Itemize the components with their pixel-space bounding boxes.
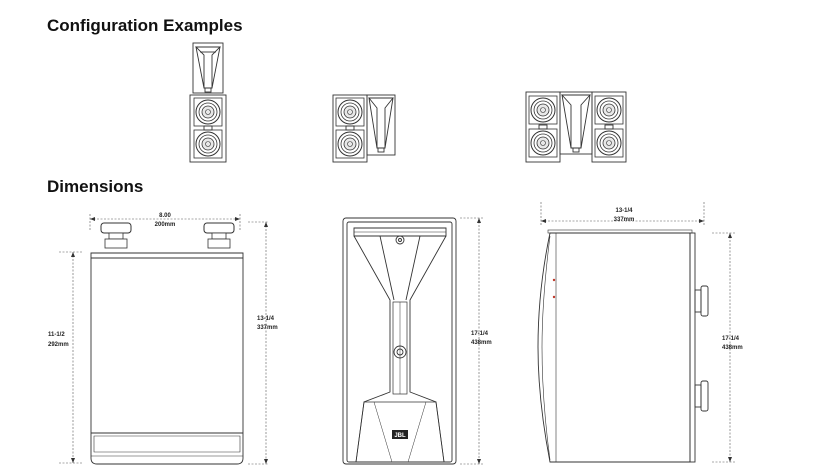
side-width-mm-label: 200mm: [155, 222, 176, 228]
front-height-inches-label: 17-1/4: [471, 331, 489, 337]
dimensions-heading: Dimensions: [47, 177, 144, 196]
top-view-dimension-lines: [540, 202, 736, 463]
config-side-by-side: [332, 94, 396, 163]
side-view-dimension-lines: [59, 214, 268, 465]
front-view-dimension-lines: [460, 217, 484, 465]
top-depth-inches-label: 13-1/4: [615, 208, 633, 214]
side-total-height-mm-label: 337mm: [257, 325, 278, 331]
front-logo-badge: [392, 430, 408, 439]
top-height-mm-label: 438mm: [722, 345, 743, 351]
side-view-arrows: [71, 217, 268, 464]
front-logo-text: JBL: [394, 433, 406, 439]
front-view-drawing: [342, 217, 457, 465]
side-body-height-inches-label: 11-1/2: [48, 332, 65, 338]
config-vertical-stack: [189, 42, 227, 163]
top-view-arrows: [541, 219, 732, 462]
side-width-inches-label: 8.00: [159, 213, 171, 219]
config-flanked: [525, 91, 627, 163]
top-view-indicator-upper: [552, 278, 556, 282]
top-depth-mm-label: 337mm: [614, 217, 635, 223]
top-height-inches-label: 17-1/4: [722, 336, 740, 342]
configuration-examples-heading: Configuration Examples: [47, 16, 243, 35]
front-height-mm-label: 438mm: [471, 340, 492, 346]
front-view-arrows: [477, 218, 481, 464]
top-view-indicator-lower: [552, 295, 556, 299]
side-view-drawing: [90, 222, 244, 465]
side-body-height-mm-label: 292mm: [48, 342, 69, 348]
side-total-height-inches-label: 13-1/4: [257, 316, 275, 322]
top-view-drawing: [537, 229, 709, 463]
